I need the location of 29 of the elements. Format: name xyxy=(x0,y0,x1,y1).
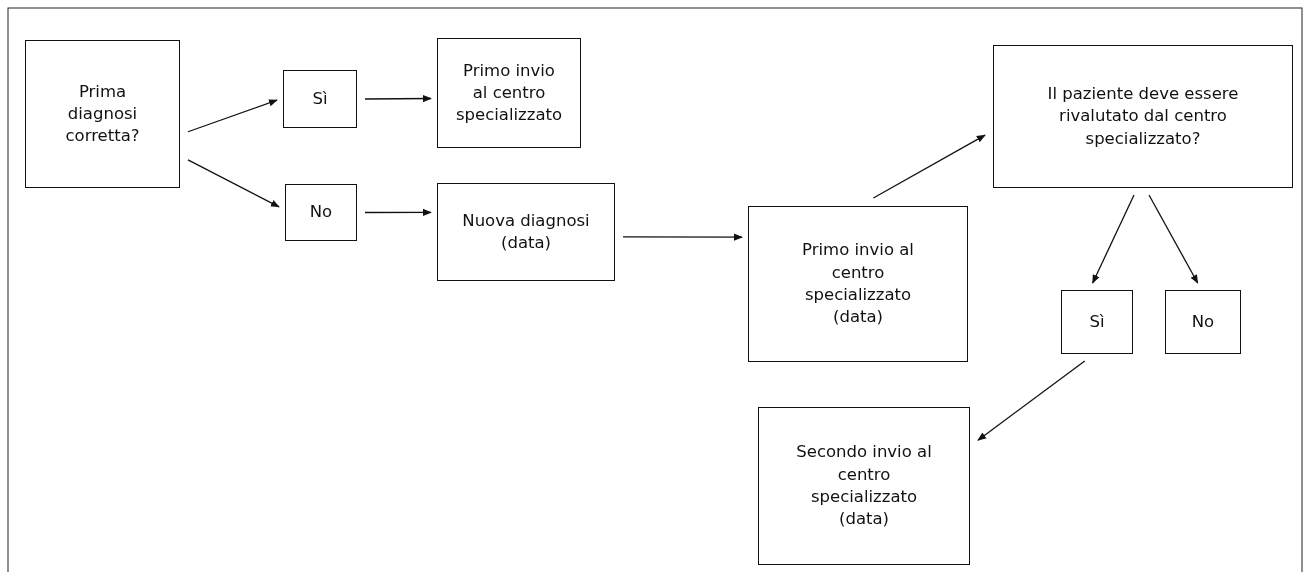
arrow xyxy=(364,208,432,216)
box-label: Secondo invio al centro specializzato (data) xyxy=(795,441,933,531)
arrow xyxy=(622,233,743,241)
box-label: Sì xyxy=(312,87,328,110)
option-box xyxy=(1165,290,1241,354)
box-label: Primo invio al centro specializzato (data) xyxy=(801,239,915,329)
arrow xyxy=(872,134,986,199)
arrow xyxy=(977,360,1086,441)
option-box xyxy=(1061,290,1133,354)
box-label: Il paziente deve essere rivalutato dal centro specializzato? xyxy=(1046,83,1240,150)
process-box xyxy=(993,45,1293,188)
option-box xyxy=(283,70,357,128)
process-box xyxy=(437,183,615,281)
box-label: Prima diagnosi corretta? xyxy=(64,80,141,148)
box-label: Primo invio al centro specializzato xyxy=(455,59,563,127)
arrow xyxy=(1092,194,1135,284)
process-box xyxy=(25,40,180,188)
box-label: Sì xyxy=(1089,310,1105,333)
arrow xyxy=(187,159,280,208)
arrow xyxy=(364,94,432,103)
process-box xyxy=(437,38,581,148)
arrow xyxy=(1148,194,1199,284)
box-label: No xyxy=(309,201,333,224)
process-box xyxy=(748,206,968,362)
process-box xyxy=(758,407,970,565)
arrow xyxy=(187,99,278,133)
box-label: No xyxy=(1191,310,1215,333)
box-label: Nuova diagnosi (data) xyxy=(461,209,591,254)
option-box xyxy=(285,184,357,241)
